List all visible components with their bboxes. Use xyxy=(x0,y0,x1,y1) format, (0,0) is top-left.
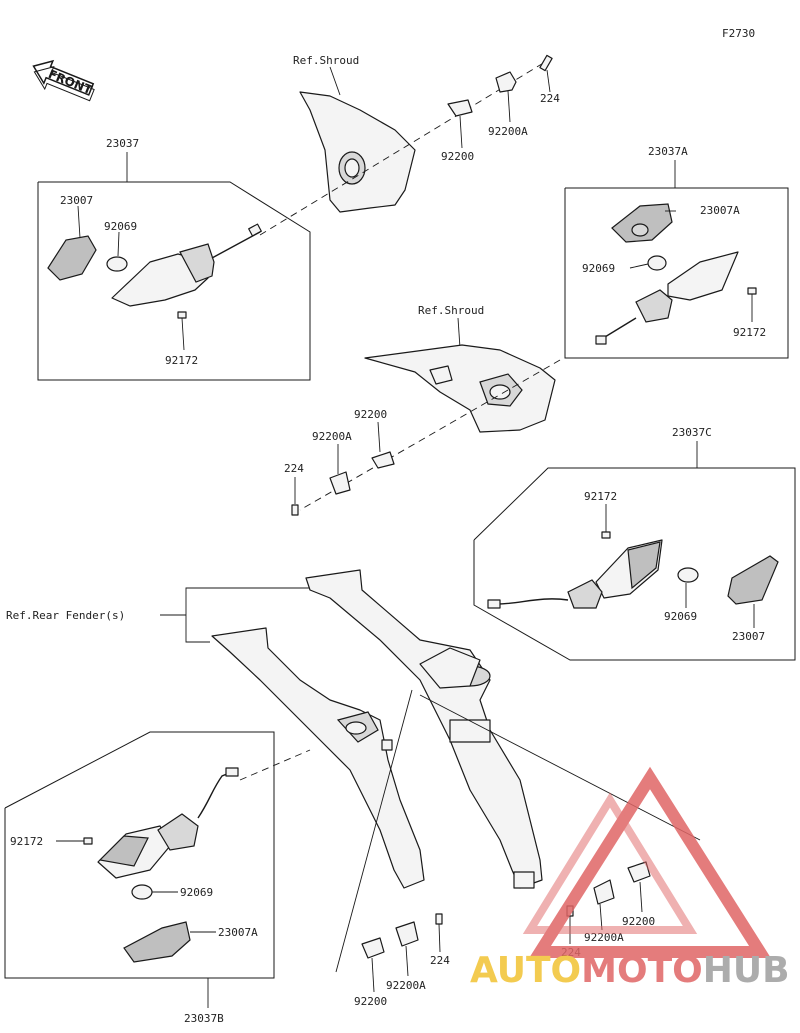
shroud-mid xyxy=(364,344,556,433)
top-part-92200: 92200 xyxy=(441,150,474,163)
mid-part-92200A: 92200A xyxy=(312,430,352,443)
rear-fender-right-bracket xyxy=(305,569,543,889)
rear-left-lens xyxy=(123,921,191,963)
ref-shroud-mid-label: Ref.Shroud xyxy=(418,304,484,317)
front-left-part-23007: 23007 xyxy=(60,194,93,207)
front-arrow-icon: FRONT xyxy=(32,59,95,102)
front-left-lens xyxy=(47,235,97,281)
bottom-left-part-92200A: 92200A xyxy=(386,979,426,992)
assembly-23037-label: 23037 xyxy=(106,137,139,150)
mid-hardware xyxy=(291,421,395,516)
rear-right-part-92172: 92172 xyxy=(584,490,617,503)
figure-code: F2730 xyxy=(722,27,755,40)
front-left-part-92069: 92069 xyxy=(104,220,137,233)
top-part-92200A: 92200A xyxy=(488,125,528,138)
assembly-23037B-label: 23037B xyxy=(184,1012,224,1025)
rear-right-bulb-icon xyxy=(677,567,699,583)
watermark-auto: AUTO xyxy=(470,950,581,991)
front-right-part-92069: 92069 xyxy=(582,262,615,275)
front-left-bulb-icon xyxy=(106,256,128,272)
svg-text:AUTOMOTOHUB: AUTOMOTOHUB xyxy=(470,950,790,991)
rear-right-signal xyxy=(487,539,663,609)
front-left-screw-icon xyxy=(177,311,187,319)
bottom-right-part-92200A: 92200A xyxy=(584,931,624,944)
mid-part-92200: 92200 xyxy=(354,408,387,421)
watermark-logo: AUTOMOTOHUB xyxy=(470,766,790,991)
top-part-224: 224 xyxy=(540,92,560,105)
assembly-23037C-box xyxy=(473,467,796,661)
front-right-part-92172: 92172 xyxy=(733,326,766,339)
watermark-moto: MOTO xyxy=(581,950,703,991)
shroud-top xyxy=(299,66,416,213)
mid-part-224: 224 xyxy=(284,462,304,475)
assembly-23037-box xyxy=(37,181,311,381)
rear-fender-left-bracket xyxy=(211,627,425,889)
front-right-lens xyxy=(611,203,673,243)
bottom-left-part-224: 224 xyxy=(430,954,450,967)
front-right-bulb-icon xyxy=(647,255,667,271)
rear-right-lens xyxy=(727,555,779,605)
ref-shroud-top-label: Ref.Shroud xyxy=(293,54,359,67)
front-right-part-23007A: 23007A xyxy=(700,204,740,217)
assembly-23037B-box xyxy=(4,731,275,979)
rear-left-signal xyxy=(97,749,311,879)
top-hardware xyxy=(259,54,553,236)
watermark-hub: HUB xyxy=(703,950,790,991)
bottom-left-part-92200: 92200 xyxy=(354,995,387,1008)
rear-left-screw-icon xyxy=(83,837,93,845)
front-left-signal xyxy=(111,223,262,307)
rear-right-screw-icon xyxy=(601,531,611,539)
bottom-right-part-92200: 92200 xyxy=(622,915,655,928)
rear-left-bulb-icon xyxy=(131,884,153,900)
ref-rear-fender-label: Ref.Rear Fender(s) xyxy=(6,609,125,622)
assembly-23037A-box xyxy=(564,187,789,359)
front-right-signal xyxy=(595,251,739,345)
rear-left-part-92069: 92069 xyxy=(180,886,213,899)
rear-right-part-23007: 23007 xyxy=(732,630,765,643)
assembly-23037A-label: 23037A xyxy=(648,145,688,158)
bottom-left-hardware xyxy=(361,913,443,993)
rear-right-part-92069: 92069 xyxy=(664,610,697,623)
front-left-part-92172: 92172 xyxy=(165,354,198,367)
front-right-screw-icon xyxy=(747,287,757,295)
rear-left-part-92172: 92172 xyxy=(10,835,43,848)
rear-left-part-23007A: 23007A xyxy=(218,926,258,939)
assembly-23037C-label: 23037C xyxy=(672,426,712,439)
